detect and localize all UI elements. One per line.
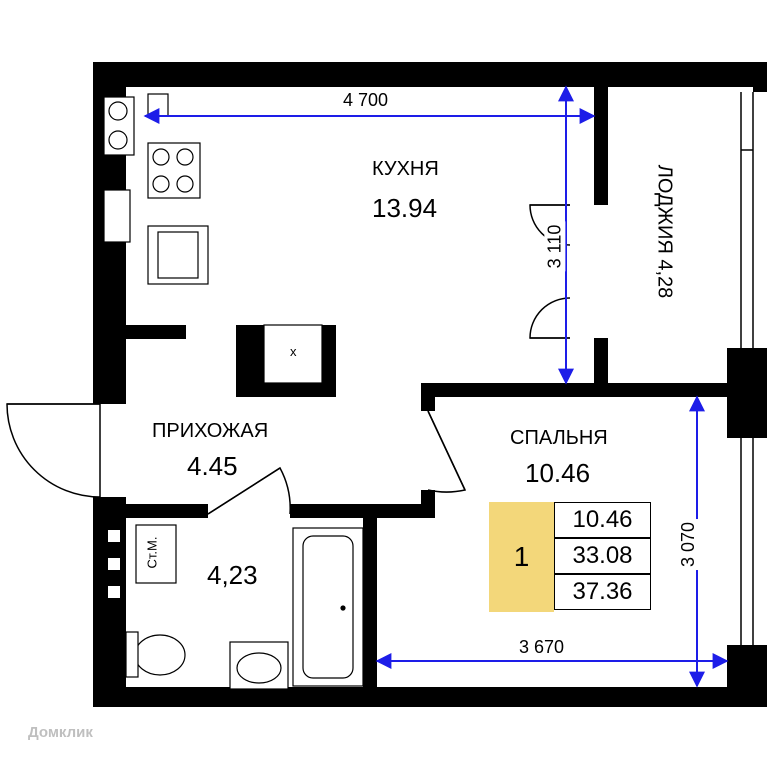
kitchen-area: 13.94 <box>372 193 438 223</box>
loggia-label: ЛОДЖИЯ 4,28 <box>653 164 676 299</box>
rooms-count: 1 <box>489 502 554 612</box>
kitchen-fixtures <box>103 93 323 384</box>
total-area-cell: 37.36 <box>554 574 651 610</box>
bedroom-depth-dimension: 3 070 <box>678 518 700 571</box>
kitchen-width-dimension: 4 700 <box>340 90 392 111</box>
hallway-name: ПРИХОЖАЯ <box>152 420 269 442</box>
kitchen-name: КУХНЯ <box>372 158 439 180</box>
total-area-no-loggia-cell: 33.08 <box>554 538 651 574</box>
living-area-cell: 10.46 <box>554 502 651 538</box>
bedroom-area: 10.46 <box>525 458 591 488</box>
doors <box>6 204 571 515</box>
watermark: Домклик <box>28 724 93 741</box>
apartment-summary-badge: 1 10.46 33.08 37.36 <box>489 502 653 612</box>
bedroom-width-dimension: 3 670 <box>516 637 568 658</box>
kitchen-depth-dimension: 3 110 <box>544 221 566 272</box>
windows <box>740 92 754 645</box>
hallway-area: 4.45 <box>187 451 238 481</box>
kitchen-fixture-mark: x <box>290 344 297 359</box>
bathroom-fixtures <box>104 524 364 690</box>
washer-label: Ст.М. <box>144 536 160 569</box>
bathroom-area: 4,23 <box>207 560 258 590</box>
bedroom-name: СПАЛЬНЯ <box>510 427 608 449</box>
